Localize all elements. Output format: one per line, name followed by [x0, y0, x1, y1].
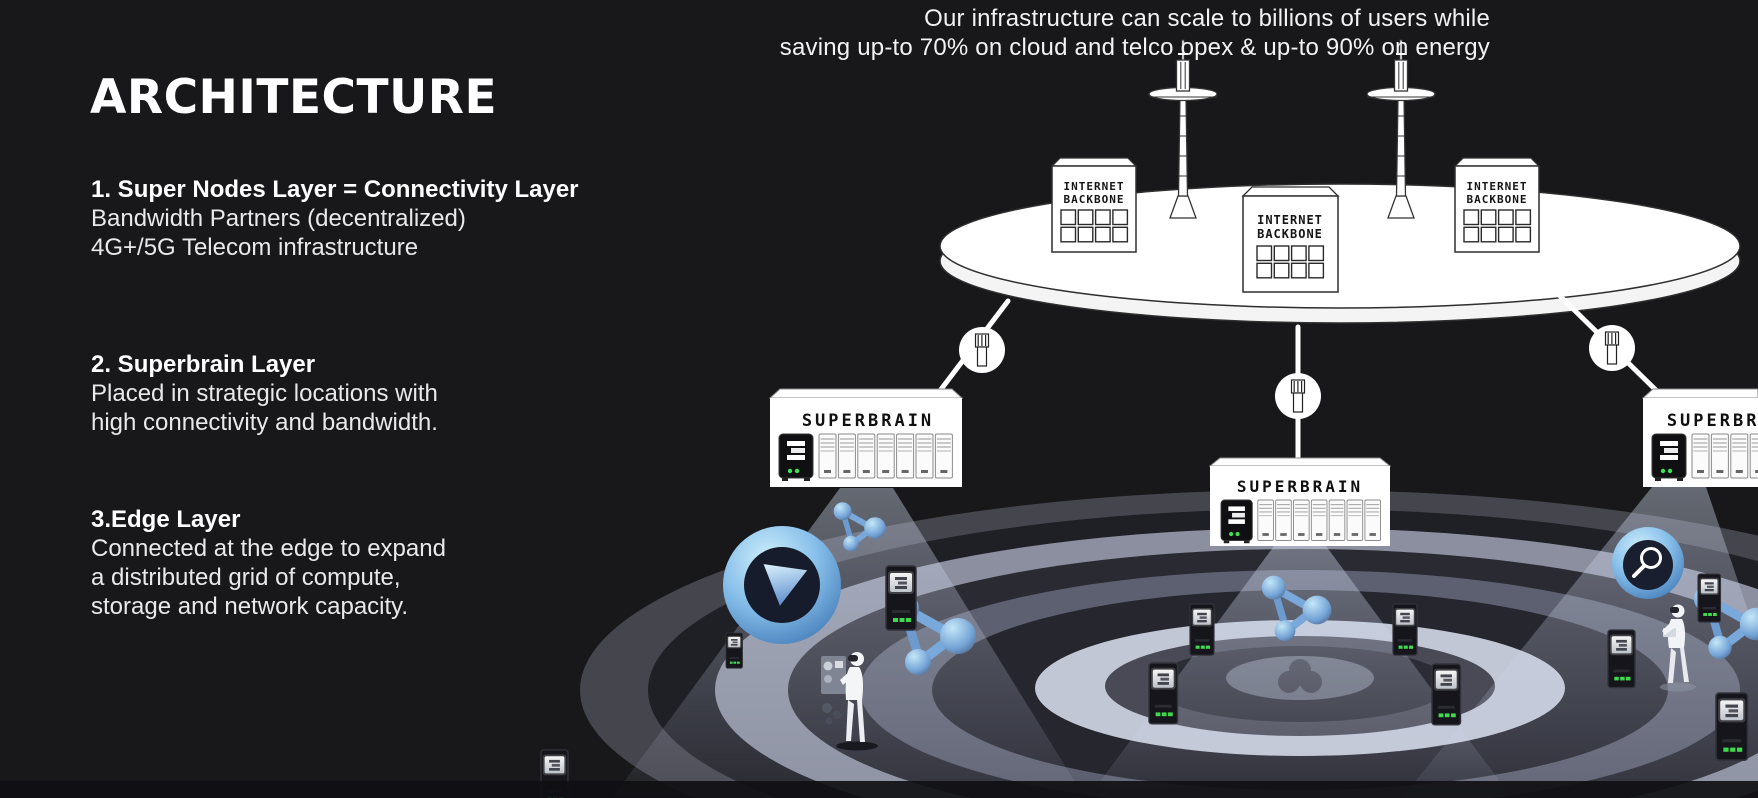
- svg-text:BACKBONE: BACKBONE: [1467, 193, 1528, 206]
- layer-line: storage and network capacity.: [91, 593, 409, 620]
- internet-backbone-box: INTERNET BACKBONE: [1241, 186, 1340, 293]
- layer-line: a distributed grid of compute,: [91, 564, 401, 591]
- layer-heading: 3.Edge Layer: [91, 506, 241, 533]
- layer-heading: 1. Super Nodes Layer = Connectivity Laye…: [91, 176, 579, 203]
- server-tower-icon: [1392, 603, 1418, 656]
- superbrain-box: SUPERBRAIN: [768, 388, 964, 487]
- bottom-fade: [0, 781, 1758, 798]
- antenna-node-icon: [1274, 372, 1322, 420]
- layer-line: 4G+/5G Telecom infrastructure: [91, 234, 419, 261]
- server-tower-icon: [885, 565, 917, 631]
- svg-text:INTERNET: INTERNET: [1467, 180, 1528, 193]
- layer-block-superbrain: 2. Superbrain Layer Placed in strategic …: [91, 350, 438, 437]
- superbrain-box: SUPERBRAIN: [1208, 457, 1392, 546]
- internet-backbone-box: INTERNET BACKBONE: [1050, 157, 1138, 253]
- superbrain-box: SUPERBRAIN: [1641, 388, 1758, 487]
- magnifier-orb-icon: [1612, 527, 1684, 599]
- svg-text:BACKBONE: BACKBONE: [1257, 227, 1323, 241]
- server-tower-icon: [1715, 692, 1749, 761]
- svg-text:INTERNET: INTERNET: [1257, 213, 1323, 227]
- dot-cluster: [822, 703, 841, 725]
- superbrain-label: SUPERBRAIN: [802, 411, 934, 431]
- tagline: Our infrastructure can scale to billions…: [780, 4, 1490, 62]
- play-orb-icon: [723, 526, 841, 644]
- connectivity-platform: [939, 183, 1741, 324]
- tagline-line1: Our infrastructure can scale to billions…: [924, 5, 1490, 32]
- layer-heading: 2. Superbrain Layer: [91, 351, 316, 378]
- layer-line: high connectivity and bandwidth.: [91, 409, 438, 436]
- svg-text:BACKBONE: BACKBONE: [1064, 193, 1125, 206]
- layer-line: Connected at the edge to expand: [91, 535, 446, 562]
- connector-link: [1274, 324, 1322, 465]
- page-title: ARCHITECTURE: [90, 70, 498, 125]
- connector-link: [1557, 293, 1669, 403]
- vr-person-icon: [821, 652, 878, 751]
- layer-line: Placed in strategic locations with: [91, 380, 438, 407]
- tagline-line2: saving up-to 70% on cloud and telco opex…: [779, 34, 1490, 61]
- layer-line: Bandwidth Partners (decentralized): [91, 205, 466, 232]
- server-tower-icon: [1148, 662, 1179, 725]
- server-tower-icon: [1697, 573, 1722, 623]
- server-tower-icon: [1189, 603, 1215, 656]
- internet-backbone-box: INTERNET BACKBONE: [1453, 157, 1541, 253]
- connector-link: [933, 298, 1011, 399]
- layer-block-edge: 3.Edge Layer Connected at the edge to ex…: [91, 505, 446, 621]
- server-tower-icon: [1431, 663, 1462, 726]
- server-tower-icon: [1607, 629, 1636, 689]
- vr-person-icon: [1660, 604, 1696, 692]
- layer-block-super-nodes: 1. Super Nodes Layer = Connectivity Laye…: [91, 175, 579, 262]
- svg-text:SUPERBRAIN: SUPERBRAIN: [1237, 477, 1363, 496]
- antenna-node-icon: [958, 326, 1006, 374]
- server-tower-icon: [725, 632, 743, 669]
- svg-text:SUPERBRAIN: SUPERBRAIN: [1667, 411, 1758, 431]
- backbone-label: INTERNET: [1064, 180, 1125, 193]
- antenna-node-icon: [1588, 324, 1636, 372]
